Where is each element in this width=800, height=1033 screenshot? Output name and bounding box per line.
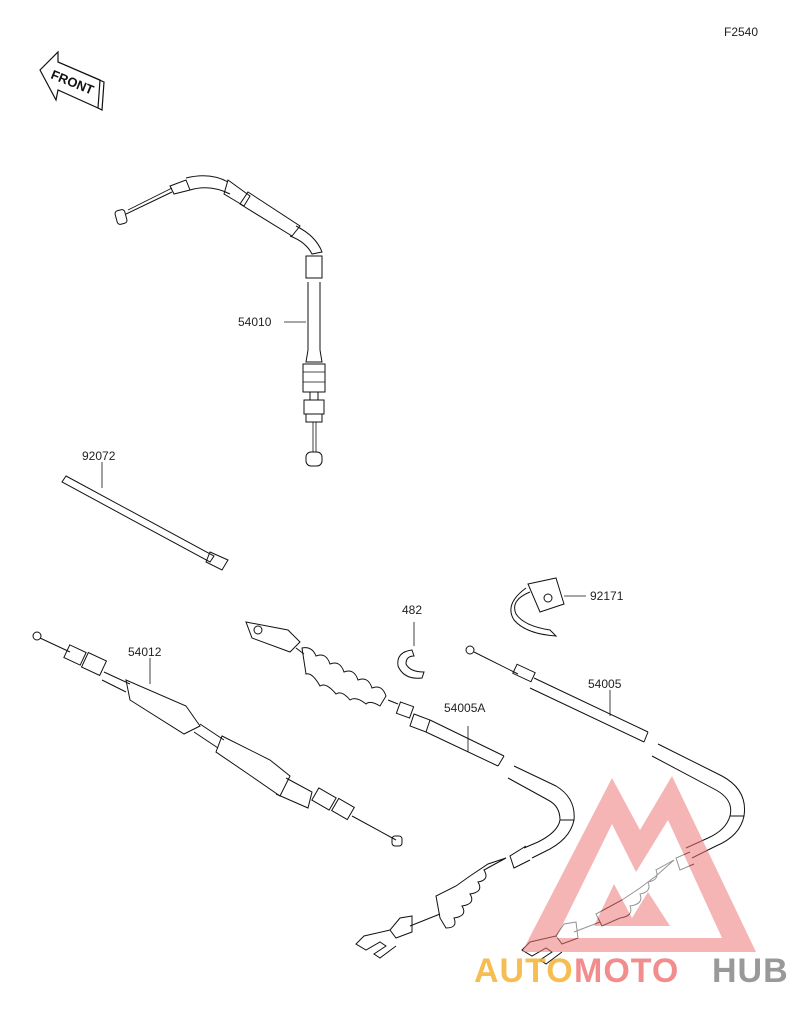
watermark-word-auto: AUTO	[474, 952, 574, 990]
label-92171: 92171	[590, 589, 624, 603]
watermark-logo	[522, 776, 756, 952]
watermark-text: AUTO MOTO HUB	[474, 952, 789, 990]
brake-cable-a-drawing: 54005A	[245, 621, 575, 959]
clutch-cable-drawing: 54012	[32, 631, 403, 847]
label-54012: 54012	[128, 645, 162, 659]
watermark-word-moto: MOTO	[574, 952, 679, 990]
label-92072: 92072	[82, 449, 116, 463]
label-54010: 54010	[238, 315, 272, 329]
cable-tie-drawing: 92072	[61, 449, 229, 571]
label-482: 482	[402, 603, 422, 617]
label-54005a: 54005A	[444, 701, 485, 715]
watermark-word-hub: HUB	[712, 952, 789, 990]
throttle-cable-drawing: 54010	[114, 175, 326, 467]
clamp-drawing: 92171	[510, 577, 624, 637]
label-54005: 54005	[588, 677, 622, 691]
clip-drawing: 482	[397, 603, 425, 679]
front-arrow-icon: FRONT	[39, 50, 105, 111]
figure-code: F2540	[724, 25, 758, 39]
